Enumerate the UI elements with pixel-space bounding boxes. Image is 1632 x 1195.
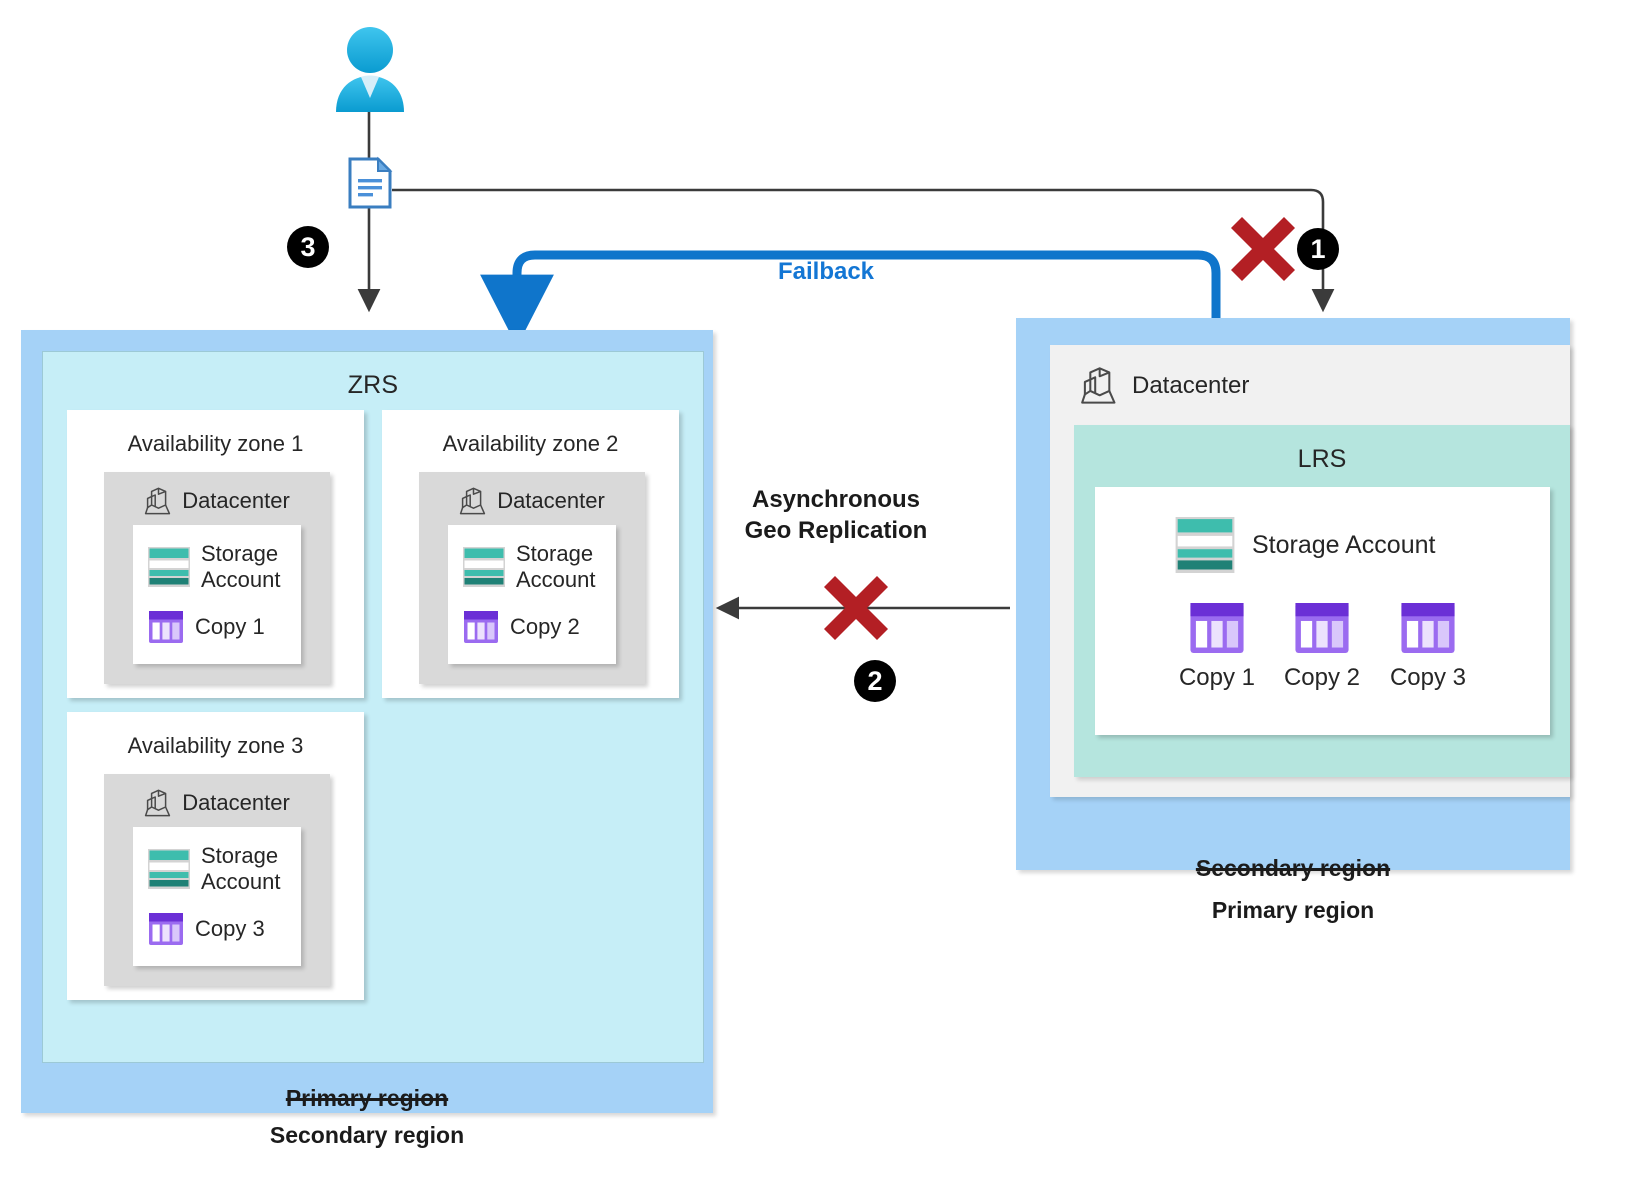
- copy-row-zone-3: Copy 3: [149, 913, 265, 945]
- availability-zone-1-label: Availability zone 1: [127, 431, 304, 456]
- x-mark-icon-step1: [1229, 215, 1297, 283]
- copy-label-zone-1: Copy 1: [195, 614, 265, 640]
- datacenter-header-zone-2: Datacenter: [419, 486, 645, 516]
- copy-icon: [149, 611, 183, 643]
- copy-label-right-3: Copy 3: [1389, 664, 1467, 691]
- copy-item-3: Copy 3: [1373, 603, 1483, 692]
- storage-account-label-zone-3: Storage Account: [201, 843, 281, 894]
- copy-item-2: Copy 2: [1267, 603, 1377, 692]
- lrs-storage-panel: Storage Account Copy 1: [1095, 487, 1550, 735]
- storage-account-row-right: Storage Account: [1175, 517, 1435, 573]
- availability-zone-3-label: Availability zone 3: [127, 733, 304, 758]
- right-region-caption-current: Primary region: [1211, 897, 1375, 923]
- storage-account-row-zone-2: Storage Account: [463, 541, 596, 592]
- left-region-caption-strikethrough: Primary region: [285, 1085, 449, 1111]
- datacenter-card-zone-1: Datacenter Storag: [104, 472, 330, 684]
- datacenter-label-right: Datacenter: [1132, 371, 1250, 399]
- availability-zone-2-card: Availability zone 2: [382, 410, 679, 698]
- geo-replication-label: Asynchronous Geo Replication: [744, 486, 928, 544]
- copy-icon: [464, 611, 498, 643]
- step-badge-1: 1: [1297, 228, 1339, 270]
- copy-row-zone-2: Copy 2: [464, 611, 580, 643]
- copy-label-zone-2: Copy 2: [510, 614, 580, 640]
- copy-item-1: Copy 1: [1162, 603, 1272, 692]
- copy-icon: [1190, 603, 1244, 653]
- step-badge-3: 3: [287, 226, 329, 268]
- copy-icon: [1295, 603, 1349, 653]
- availability-zone-1-card: Availability zone 1: [67, 410, 364, 698]
- lrs-label: LRS: [1297, 445, 1347, 473]
- datacenter-header-right: Datacenter: [1080, 365, 1249, 406]
- datacenter-label-zone-3: Datacenter: [182, 790, 290, 815]
- copy-label-zone-3: Copy 3: [195, 916, 265, 942]
- copy-label-right-2: Copy 2: [1283, 664, 1361, 691]
- datacenter-icon: [459, 486, 487, 516]
- datacenter-header-zone-1: Datacenter: [104, 486, 330, 516]
- x-mark-icon-step2: [822, 574, 890, 642]
- storage-account-label-zone-2: Storage Account: [516, 541, 596, 592]
- document-icon: [348, 156, 393, 209]
- right-region-caption-strikethrough: Secondary region: [1195, 855, 1391, 881]
- availability-zone-3-card: Availability zone 3: [67, 712, 364, 1000]
- zrs-label: ZRS: [347, 371, 399, 399]
- user-avatar-icon: [330, 26, 410, 112]
- datacenter-icon: [144, 486, 172, 516]
- copy-icon: [149, 913, 183, 945]
- availability-zone-2-label: Availability zone 2: [442, 431, 619, 456]
- lrs-box: LRS Storage Account: [1074, 425, 1570, 777]
- datacenter-icon: [1080, 365, 1118, 406]
- zrs-box: ZRS Availability zone 1: [42, 351, 704, 1063]
- datacenter-icon: [144, 788, 172, 818]
- storage-account-icon: [1175, 517, 1235, 573]
- storage-account-icon: [148, 546, 190, 587]
- storage-account-label-zone-1: Storage Account: [201, 541, 281, 592]
- storage-account-row-zone-1: Storage Account: [148, 541, 281, 592]
- step-badge-2: 2: [854, 660, 896, 702]
- datacenter-card-zone-3: Datacenter Storag: [104, 774, 330, 986]
- failback-label: Failback: [777, 258, 875, 285]
- storage-account-row-zone-3: Storage Account: [148, 843, 281, 894]
- storage-panel-zone-1: Storage Account Copy 1: [133, 525, 301, 664]
- storage-account-icon: [463, 546, 505, 587]
- storage-account-label-right: Storage Account: [1252, 530, 1436, 559]
- copy-label-right-1: Copy 1: [1178, 664, 1256, 691]
- datacenter-header-zone-3: Datacenter: [104, 788, 330, 818]
- datacenter-card-zone-2: Datacenter Storag: [419, 472, 645, 684]
- datacenter-label-zone-2: Datacenter: [497, 488, 605, 513]
- copy-icon: [1401, 603, 1455, 653]
- left-region-caption-current: Secondary region: [269, 1122, 465, 1148]
- storage-panel-zone-2: Storage Account Copy 2: [448, 525, 616, 664]
- datacenter-label-zone-1: Datacenter: [182, 488, 290, 513]
- storage-account-icon: [148, 848, 190, 889]
- datacenter-panel-right: Datacenter LRS Storage Account: [1050, 345, 1570, 797]
- storage-panel-zone-3: Storage Account Copy 3: [133, 827, 301, 966]
- copy-row-zone-1: Copy 1: [149, 611, 265, 643]
